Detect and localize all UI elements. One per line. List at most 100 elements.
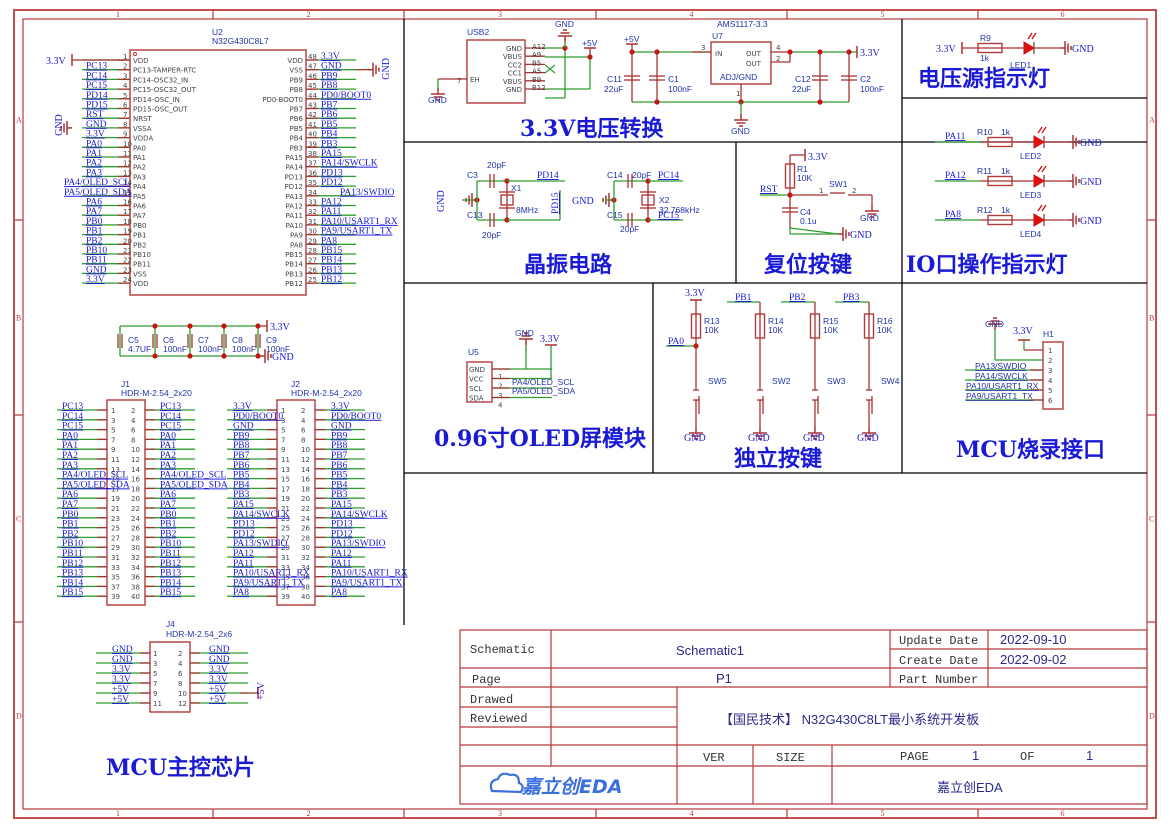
header-pin-number: 5 (153, 670, 157, 678)
oled-module: U5GND1VCC2SCL3SDA4GND3.3VPA4/OLED_SCLPA5… (466, 328, 575, 410)
power-label: +5V (624, 34, 640, 44)
header-net-label: PA6 (160, 490, 176, 500)
frame-col-label: 4 (690, 10, 694, 19)
ground-label: GND (572, 196, 594, 207)
header-net-label: PB9 (233, 431, 250, 441)
capacitor-icon (221, 334, 227, 348)
oled-pin-name: VCC (469, 376, 484, 384)
u2-net-label: PA14/SWCLK (321, 159, 378, 169)
header-pin-number: 2 (301, 407, 305, 415)
cap-value: 100nF (198, 344, 222, 354)
u2-net-label: PB8 (321, 81, 338, 91)
u2-pin-name: PB10 (133, 251, 151, 259)
header-net-label: PB9 (331, 431, 348, 441)
header-net-label: PD12 (233, 529, 255, 539)
u2-net-label: PA2 (86, 159, 102, 169)
header-net-label: PA8 (233, 588, 249, 598)
cap-ref: C4 (800, 207, 811, 217)
u2-net-label: PA11 (321, 207, 342, 217)
u2-net-label: PB13 (321, 265, 342, 275)
u2-pin-number: 31 (308, 218, 317, 226)
u2-pin-name: PA11 (286, 212, 303, 220)
ground-label: GND (1080, 177, 1102, 188)
header-pin-number: 15 (111, 476, 120, 484)
key-circuit: 3.3VPA0R1310KSW5GNDPB1R1410KSW2GNDPB2R15… (666, 288, 900, 444)
outer-frame (13, 9, 1157, 819)
easyeda-logo: 嘉立创EDA (489, 772, 622, 798)
header-pin-number: 36 (131, 574, 140, 582)
header-pin-number: 14 (131, 466, 140, 474)
cap-ref: C5 (128, 335, 139, 345)
resistor-value: 1k (1001, 205, 1011, 215)
header-pin-number: 10 (131, 446, 140, 454)
u2-net-label: PB11 (86, 256, 107, 266)
u2-pin-number: 38 (308, 150, 317, 158)
capacitor-icon (649, 75, 665, 81)
header-pin-number: 17 (281, 485, 290, 493)
u2-net-label: PB9 (321, 71, 338, 81)
pin-no: 2 (776, 55, 780, 63)
crystal-icon (641, 194, 655, 206)
header-body (106, 399, 146, 606)
header-net-label: PD0/BOOT0 (331, 412, 381, 422)
header-net-label: PB10 (62, 539, 83, 549)
u2-pin-name: PB7 (290, 106, 303, 114)
ldo-adj: ADJ/GND (720, 72, 757, 82)
header-part: HDR-M-2.54_2x20 (121, 388, 192, 398)
header-net-label: PA8 (331, 588, 347, 598)
u2-pin-name: PB3 (290, 144, 303, 152)
header-pin-number: 40 (301, 593, 310, 601)
switch-ref: SW5 (708, 376, 727, 386)
u2-pin-number: 37 (308, 160, 317, 168)
header-pin-number: 21 (111, 505, 120, 513)
oled-pin-number: 1 (498, 373, 502, 381)
resistor-value: 10K (823, 325, 838, 335)
header-net-label: PD13 (331, 520, 353, 530)
u2-pin-number: 24 (123, 276, 132, 284)
header-pin-number: 21 (281, 505, 290, 513)
header-net-label: PA15 (331, 500, 352, 510)
power-label: 3.3V (1013, 326, 1034, 337)
led-net-label: PA8 (945, 210, 961, 220)
header-net-label: +5V (112, 695, 129, 705)
header-net-label: 3.3V (209, 675, 228, 685)
u2-pin-number: 17 (123, 208, 132, 216)
cap-ref: C9 (266, 335, 277, 345)
ground-label: GND (857, 433, 879, 444)
led-net-label: PA11 (945, 132, 966, 142)
junction-dot (152, 323, 158, 329)
header-net-label: PB13 (160, 569, 181, 579)
tb-of-label: OF (1020, 750, 1034, 764)
key-net: PB3 (843, 293, 860, 303)
header-pin-number: 29 (281, 544, 290, 552)
header-net-label: PC15 (62, 422, 83, 432)
u2-pin-name: PB8 (290, 86, 303, 94)
u2-net-label: PC15 (86, 81, 107, 91)
pin-no: 1 (819, 187, 823, 195)
junction-dot (187, 353, 193, 359)
header-ref: J2 (291, 379, 300, 389)
u2-pin-name: VSSA (133, 125, 152, 133)
header-net-label: 3.3V (233, 402, 252, 412)
h1-body (1042, 341, 1064, 410)
u2-pin-name: PA0 (133, 144, 146, 152)
frame-col-label: 5 (881, 10, 885, 19)
header-pin-number: 5 (111, 427, 115, 435)
key-net: PA0 (668, 337, 684, 347)
header-net-label: PC14 (160, 412, 181, 422)
header-net-label: PA5/OLED_SDA (160, 480, 228, 490)
cap-value: 20pF (487, 160, 506, 170)
crystal-ref: X1 (511, 183, 522, 193)
frame-row-label: C (1149, 515, 1154, 524)
power-label: 3.3V (685, 288, 706, 299)
tb-schematic-label: Schematic (470, 643, 535, 657)
cap-ref: C13 (467, 210, 483, 220)
decoupling-caps: C54.7UFC6100nFC7100nFC8100nFC9100nF3.3VG… (117, 320, 294, 363)
u2-pin-name: VDD (133, 280, 149, 288)
u2-pin-name: PC13-TAMPER-RTC (133, 67, 196, 75)
header-pin-number: 1 (281, 407, 285, 415)
u2-net-label: PA9/USART1_TX (321, 227, 393, 237)
